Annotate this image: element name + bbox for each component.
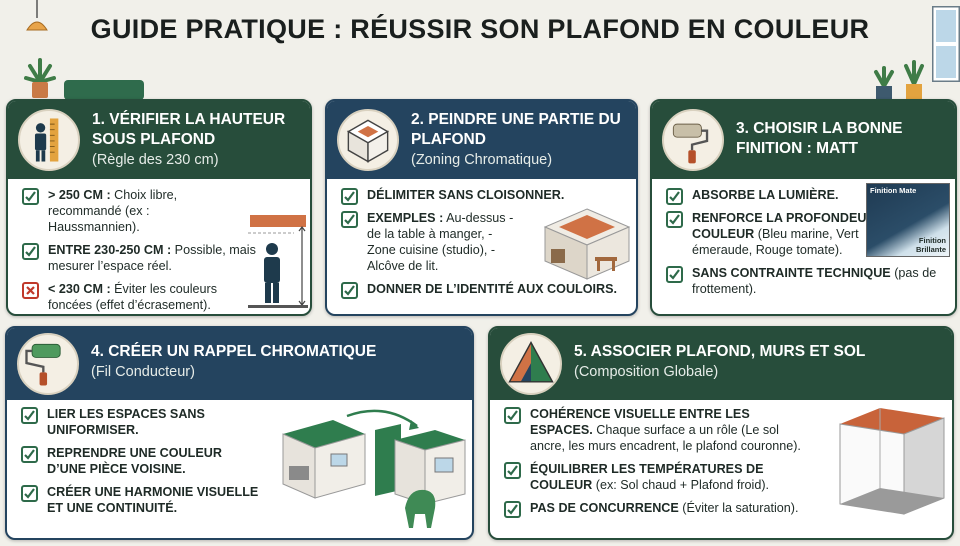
item-keyword: CRÉER UNE HARMONIE VISUELLE ET UNE CONTI… bbox=[47, 485, 259, 515]
item-text: Au-dessus - de la table à manger, - Zone… bbox=[367, 211, 514, 273]
card-subtitle: (Règle des 230 cm) bbox=[92, 152, 219, 168]
item-keyword: ABSORBE LA LUMIÈRE. bbox=[692, 188, 839, 202]
item-text: (ex: Sol chaud + Plafond froid). bbox=[592, 478, 770, 492]
item-keyword: DONNER DE L’IDENTITÉ AUX COULOIRS. bbox=[367, 282, 618, 296]
checkmark-icon bbox=[666, 266, 683, 283]
checkmark-icon bbox=[341, 188, 358, 205]
item-keyword: ENTRE 230-250 CM : bbox=[48, 243, 172, 257]
list-item: ÉQUILIBRER LES TEMPÉRATURES DE COULEUR (… bbox=[504, 461, 816, 493]
list-item: RENFORCE LA PROFONDEUR DE COULEUR (Bleu … bbox=[666, 210, 898, 258]
list-item: > 250 CM : Choix libre, recommandé (ex :… bbox=[22, 187, 220, 235]
item-keyword: LIER LES ESPACES SANS UNIFORMISER. bbox=[47, 407, 205, 437]
item-keyword: < 230 CM : bbox=[48, 282, 111, 296]
ruler-person-icon bbox=[18, 109, 80, 171]
list-item: < 230 CM : Éviter les couleurs foncées (… bbox=[22, 281, 248, 313]
list-item: EXEMPLES : Au-dessus - de la table à man… bbox=[341, 210, 521, 274]
paint-roller-green-icon bbox=[17, 333, 79, 395]
list-item: ABSORBE LA LUMIÈRE. bbox=[666, 187, 943, 205]
finish-glossy-label: Finition Brillante bbox=[915, 236, 946, 254]
triangle-composition-icon bbox=[500, 333, 562, 395]
window-icon bbox=[932, 6, 960, 82]
list-item: REPRENDRE UNE COULEUR D’UNE PIÈCE VOISIN… bbox=[21, 445, 251, 477]
card-title: 2. PEINDRE UNE PARTIE DU PLAFOND bbox=[411, 111, 621, 148]
card-chromatic-reminder: 4. CRÉER UN RAPPEL CHROMATIQUE (Fil Cond… bbox=[5, 326, 474, 540]
room-box-illustration bbox=[839, 408, 945, 515]
checkmark-icon bbox=[666, 188, 683, 205]
item-keyword: RENFORCE LA PROFONDEUR DE COULEUR bbox=[692, 211, 897, 241]
list-item: ENTRE 230-250 CM : Possible, mais mesure… bbox=[22, 242, 260, 274]
card-header: 3. CHOISIR LA BONNE FINITION : MATT bbox=[652, 101, 955, 179]
card-header: 1. VÉRIFIER LA HAUTEUR SOUS PLAFOND (Règ… bbox=[8, 101, 310, 179]
checkmark-icon bbox=[341, 211, 358, 228]
checkmark-icon bbox=[504, 407, 521, 424]
item-keyword: REPRENDRE UNE COULEUR D’UNE PIÈCE VOISIN… bbox=[47, 446, 222, 476]
item-text: Choix libre, recommandé (ex : Haussmanni… bbox=[48, 188, 178, 234]
list-item: SANS CONTRAINTE TECHNIQUE (pas de frotte… bbox=[666, 265, 943, 297]
card-composition: 5. ASSOCIER PLAFOND, MURS ET SOL (Compos… bbox=[488, 326, 954, 540]
item-text: (Éviter la saturation). bbox=[678, 501, 799, 515]
cross-icon bbox=[22, 282, 39, 299]
card-title: 3. CHOISIR LA BONNE FINITION : MATT bbox=[736, 120, 903, 157]
checkmark-icon bbox=[21, 446, 38, 463]
card-subtitle: (Zoning Chromatique) bbox=[411, 152, 553, 168]
sofa-icon bbox=[64, 80, 144, 100]
card-partial-ceiling: 2. PEINDRE UNE PARTIE DU PLAFOND (Zoning… bbox=[325, 99, 638, 316]
plant-icon bbox=[24, 58, 56, 98]
card-subtitle: (Composition Globale) bbox=[574, 364, 719, 380]
card-ceiling-height: 1. VÉRIFIER LA HAUTEUR SOUS PLAFOND (Règ… bbox=[6, 99, 312, 316]
connected-rooms-illustration bbox=[282, 409, 466, 528]
list-item: CRÉER UNE HARMONIE VISUELLE ET UNE CONTI… bbox=[21, 484, 271, 516]
item-text: (Bleu marine, Vert émeraude, Rouge tomat… bbox=[692, 227, 859, 257]
checkmark-icon bbox=[504, 462, 521, 479]
item-text: (pas de frottement). bbox=[692, 266, 937, 296]
hanging-lamp-icon bbox=[26, 0, 48, 31]
item-keyword: EXEMPLES : bbox=[367, 211, 444, 225]
item-keyword: PAS DE CONCURRENCE bbox=[530, 501, 679, 515]
list-item: DONNER DE L’IDENTITÉ AUX COULOIRS. bbox=[341, 281, 624, 299]
checkmark-icon bbox=[504, 501, 521, 518]
card-matte-finish: 3. CHOISIR LA BONNE FINITION : MATT ABSO… bbox=[650, 99, 957, 316]
checkmark-icon bbox=[21, 407, 38, 424]
paint-roller-icon bbox=[662, 109, 724, 171]
list-item: LIER LES ESPACES SANS UNIFORMISER. bbox=[21, 406, 231, 438]
list-item: DÉLIMITER SANS CLOISONNER. bbox=[341, 187, 624, 205]
card-title: 1. VÉRIFIER LA HAUTEUR SOUS PLAFOND bbox=[92, 111, 286, 148]
item-keyword: DÉLIMITER SANS CLOISONNER. bbox=[367, 188, 565, 202]
checkmark-icon bbox=[341, 282, 358, 299]
item-keyword: > 250 CM : bbox=[48, 188, 111, 202]
zoned-room-illustration bbox=[543, 208, 631, 280]
card-title: 5. ASSOCIER PLAFOND, MURS ET SOL bbox=[574, 343, 866, 360]
item-keyword: SANS CONTRAINTE TECHNIQUE bbox=[692, 266, 891, 280]
item-keyword: COHÉRENCE VISUELLE ENTRE LES ESPACES. bbox=[530, 407, 750, 437]
card-header: 4. CRÉER UN RAPPEL CHROMATIQUE (Fil Cond… bbox=[7, 328, 472, 400]
page-title: GUIDE PRATIQUE : RÉUSSIR SON PLAFOND EN … bbox=[90, 14, 870, 44]
ceiling-height-illustration bbox=[248, 215, 308, 308]
card-title: 4. CRÉER UN RAPPEL CHROMATIQUE bbox=[91, 343, 377, 360]
checkmark-icon bbox=[22, 243, 39, 260]
checkmark-icon bbox=[21, 485, 38, 502]
item-text: Chaque surface a un rôle (Le sol ancre, … bbox=[530, 423, 801, 453]
card-header: 2. PEINDRE UNE PARTIE DU PLAFOND (Zoning… bbox=[327, 101, 636, 179]
card-header: 5. ASSOCIER PLAFOND, MURS ET SOL (Compos… bbox=[490, 328, 952, 400]
finish-matte-label: Finition Mate bbox=[870, 186, 917, 195]
plant-icon bbox=[874, 60, 924, 100]
card-subtitle: (Fil Conducteur) bbox=[91, 364, 195, 380]
checkmark-icon bbox=[22, 188, 39, 205]
checkmark-icon bbox=[666, 211, 683, 228]
item-text: Possible, mais mesurer l’espace réel. bbox=[48, 243, 256, 273]
room-zoning-icon bbox=[337, 109, 399, 171]
item-keyword: ÉQUILIBRER LES TEMPÉRATURES DE COULEUR bbox=[530, 462, 764, 492]
item-text: Éviter les couleurs foncées (effet d’écr… bbox=[48, 282, 218, 312]
list-item: PAS DE CONCURRENCE (Éviter la saturation… bbox=[504, 500, 832, 518]
list-item: COHÉRENCE VISUELLE ENTRE LES ESPACES. Ch… bbox=[504, 406, 812, 454]
finish-swatch: Finition Mate Finition Brillante bbox=[866, 183, 950, 257]
